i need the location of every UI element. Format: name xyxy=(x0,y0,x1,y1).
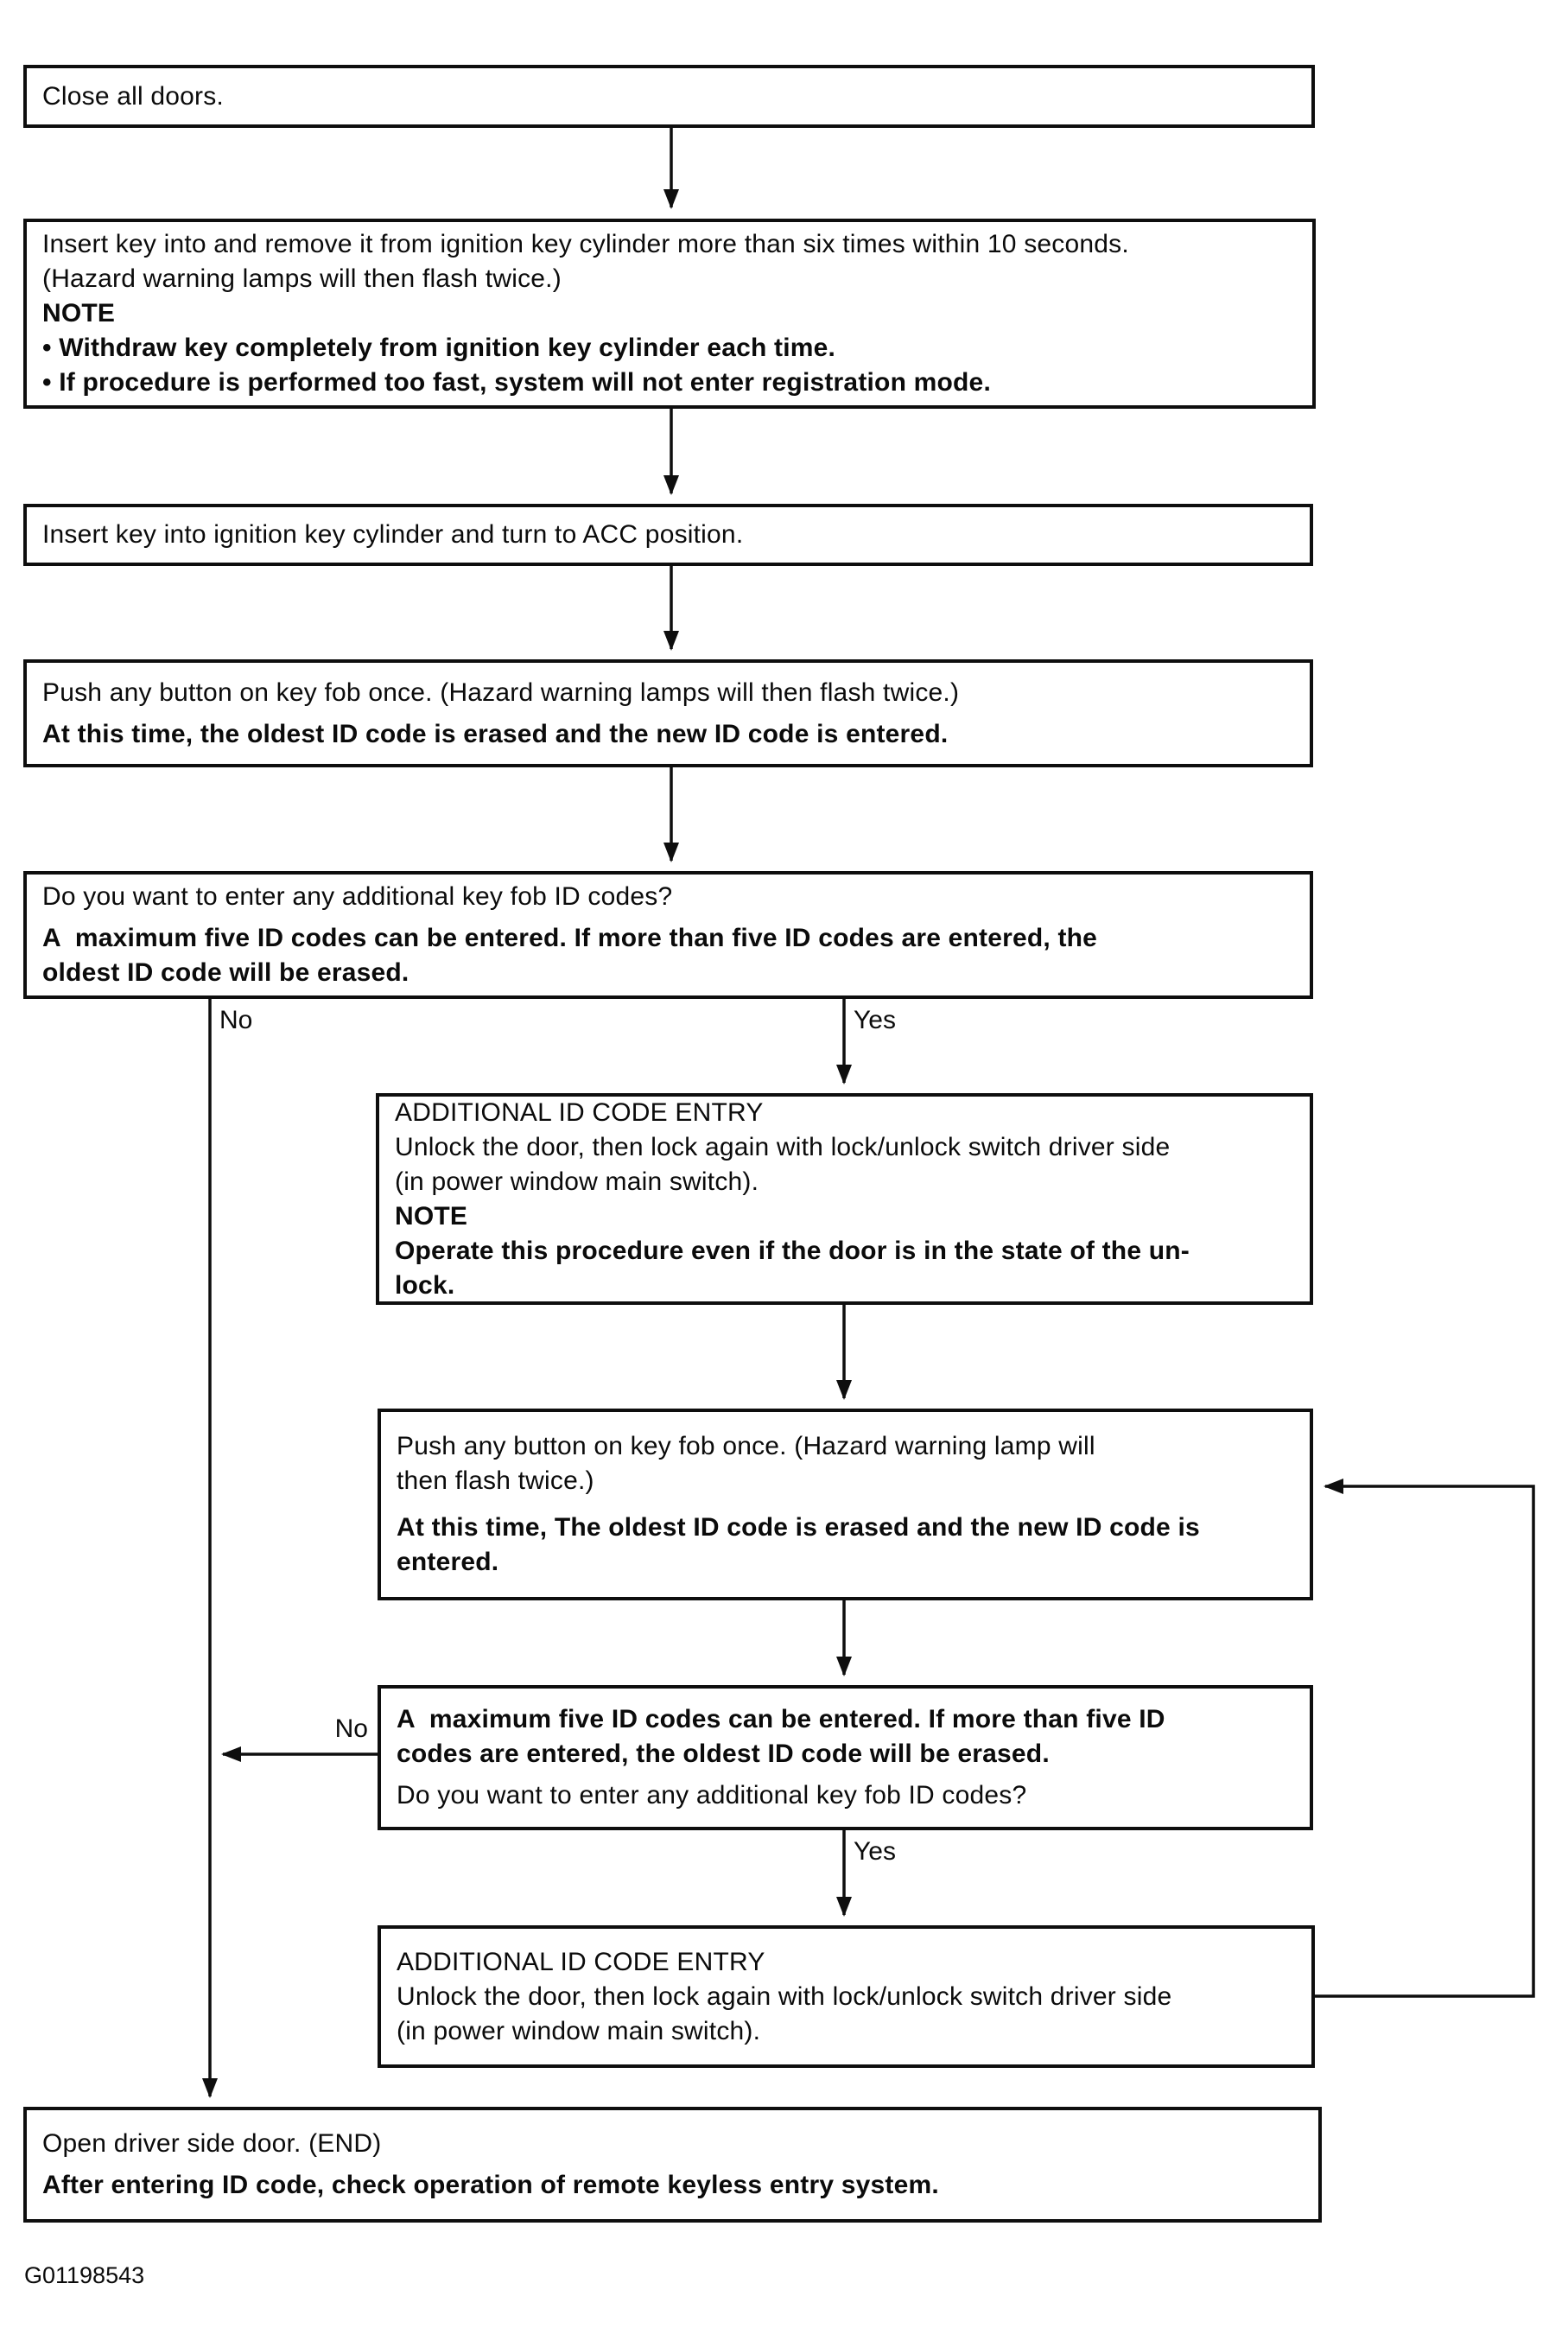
box-line: (Hazard warning lamps will then flash tw… xyxy=(42,264,562,293)
box-line: Close all doors. xyxy=(42,81,224,111)
process-box-close-doors: Close all doors. xyxy=(23,65,1315,128)
box-line: (in power window main switch). xyxy=(395,1167,759,1196)
box-line: After entering ID code, check operation … xyxy=(42,2171,939,2199)
box-line: Push any button on key fob once. (Hazard… xyxy=(42,677,960,707)
box-line: Unlock the door, then lock again with lo… xyxy=(397,1981,1172,2011)
box-line: A maximum five ID codes can be entered. … xyxy=(397,1705,1165,1733)
box-line: At this time, The oldest ID code is eras… xyxy=(397,1513,1200,1542)
box-line: Unlock the door, then lock again with lo… xyxy=(395,1132,1171,1161)
box-line: At this time, the oldest ID code is eras… xyxy=(42,719,949,748)
branch-label-no-1: No xyxy=(219,1006,253,1034)
box-line-bullet: • Withdraw key completely from ignition … xyxy=(42,334,836,362)
decision-box-additional-codes: Do you want to enter any additional key … xyxy=(23,871,1313,999)
decision-box-max-codes: A maximum five ID codes can be entered. … xyxy=(378,1685,1313,1830)
process-box-push-button-first: Push any button on key fob once. (Hazard… xyxy=(23,659,1313,767)
box-line: Do you want to enter any additional key … xyxy=(397,1781,1027,1810)
terminal-box-open-door-end: Open driver side door. (END) After enter… xyxy=(23,2107,1322,2223)
box-line: Insert key into ignition key cylinder an… xyxy=(42,520,744,549)
branch-label-no-2: No xyxy=(334,1714,368,1743)
box-line: Open driver side door. (END) xyxy=(42,2129,382,2158)
box-line: Insert key into and remove it from ignit… xyxy=(42,230,1129,258)
box-line: (in power window main switch). xyxy=(397,2016,761,2045)
box-line: Push any button on key fob once. (Hazard… xyxy=(397,1432,1095,1460)
box-line: A maximum five ID codes can be entered. … xyxy=(42,924,1098,952)
box-line: codes are entered, the oldest ID code wi… xyxy=(397,1740,1050,1768)
box-line: Do you want to enter any additional key … xyxy=(42,882,673,911)
process-box-additional-id-entry-1: ADDITIONAL ID CODE ENTRY Unlock the door… xyxy=(376,1093,1313,1305)
box-line: lock. xyxy=(395,1270,455,1300)
box-line-title: ADDITIONAL ID CODE ENTRY xyxy=(397,1947,765,1976)
box-line-bullet: • If procedure is performed too fast, sy… xyxy=(42,368,991,397)
box-line: entered. xyxy=(397,1548,499,1576)
box-line: then flash twice.) xyxy=(397,1466,594,1495)
box-line: oldest ID code will be erased. xyxy=(42,958,409,987)
branch-label-yes-1: Yes xyxy=(854,1006,896,1034)
process-box-insert-key-acc: Insert key into ignition key cylinder an… xyxy=(23,504,1313,566)
box-line-note: NOTE xyxy=(42,299,116,328)
feedback-loop-line xyxy=(1315,1479,1535,1998)
figure-code: G01198543 xyxy=(24,2262,145,2288)
box-line: Operate this procedure even if the door … xyxy=(395,1236,1190,1265)
box-line-title: ADDITIONAL ID CODE ENTRY xyxy=(395,1097,764,1127)
process-box-additional-id-entry-2: ADDITIONAL ID CODE ENTRY Unlock the door… xyxy=(378,1925,1315,2068)
process-box-push-button-second: Push any button on key fob once. (Hazard… xyxy=(378,1409,1313,1600)
branch-label-yes-2: Yes xyxy=(854,1837,896,1866)
box-line-note: NOTE xyxy=(395,1201,468,1231)
process-box-insert-remove-key: Insert key into and remove it from ignit… xyxy=(23,219,1316,409)
